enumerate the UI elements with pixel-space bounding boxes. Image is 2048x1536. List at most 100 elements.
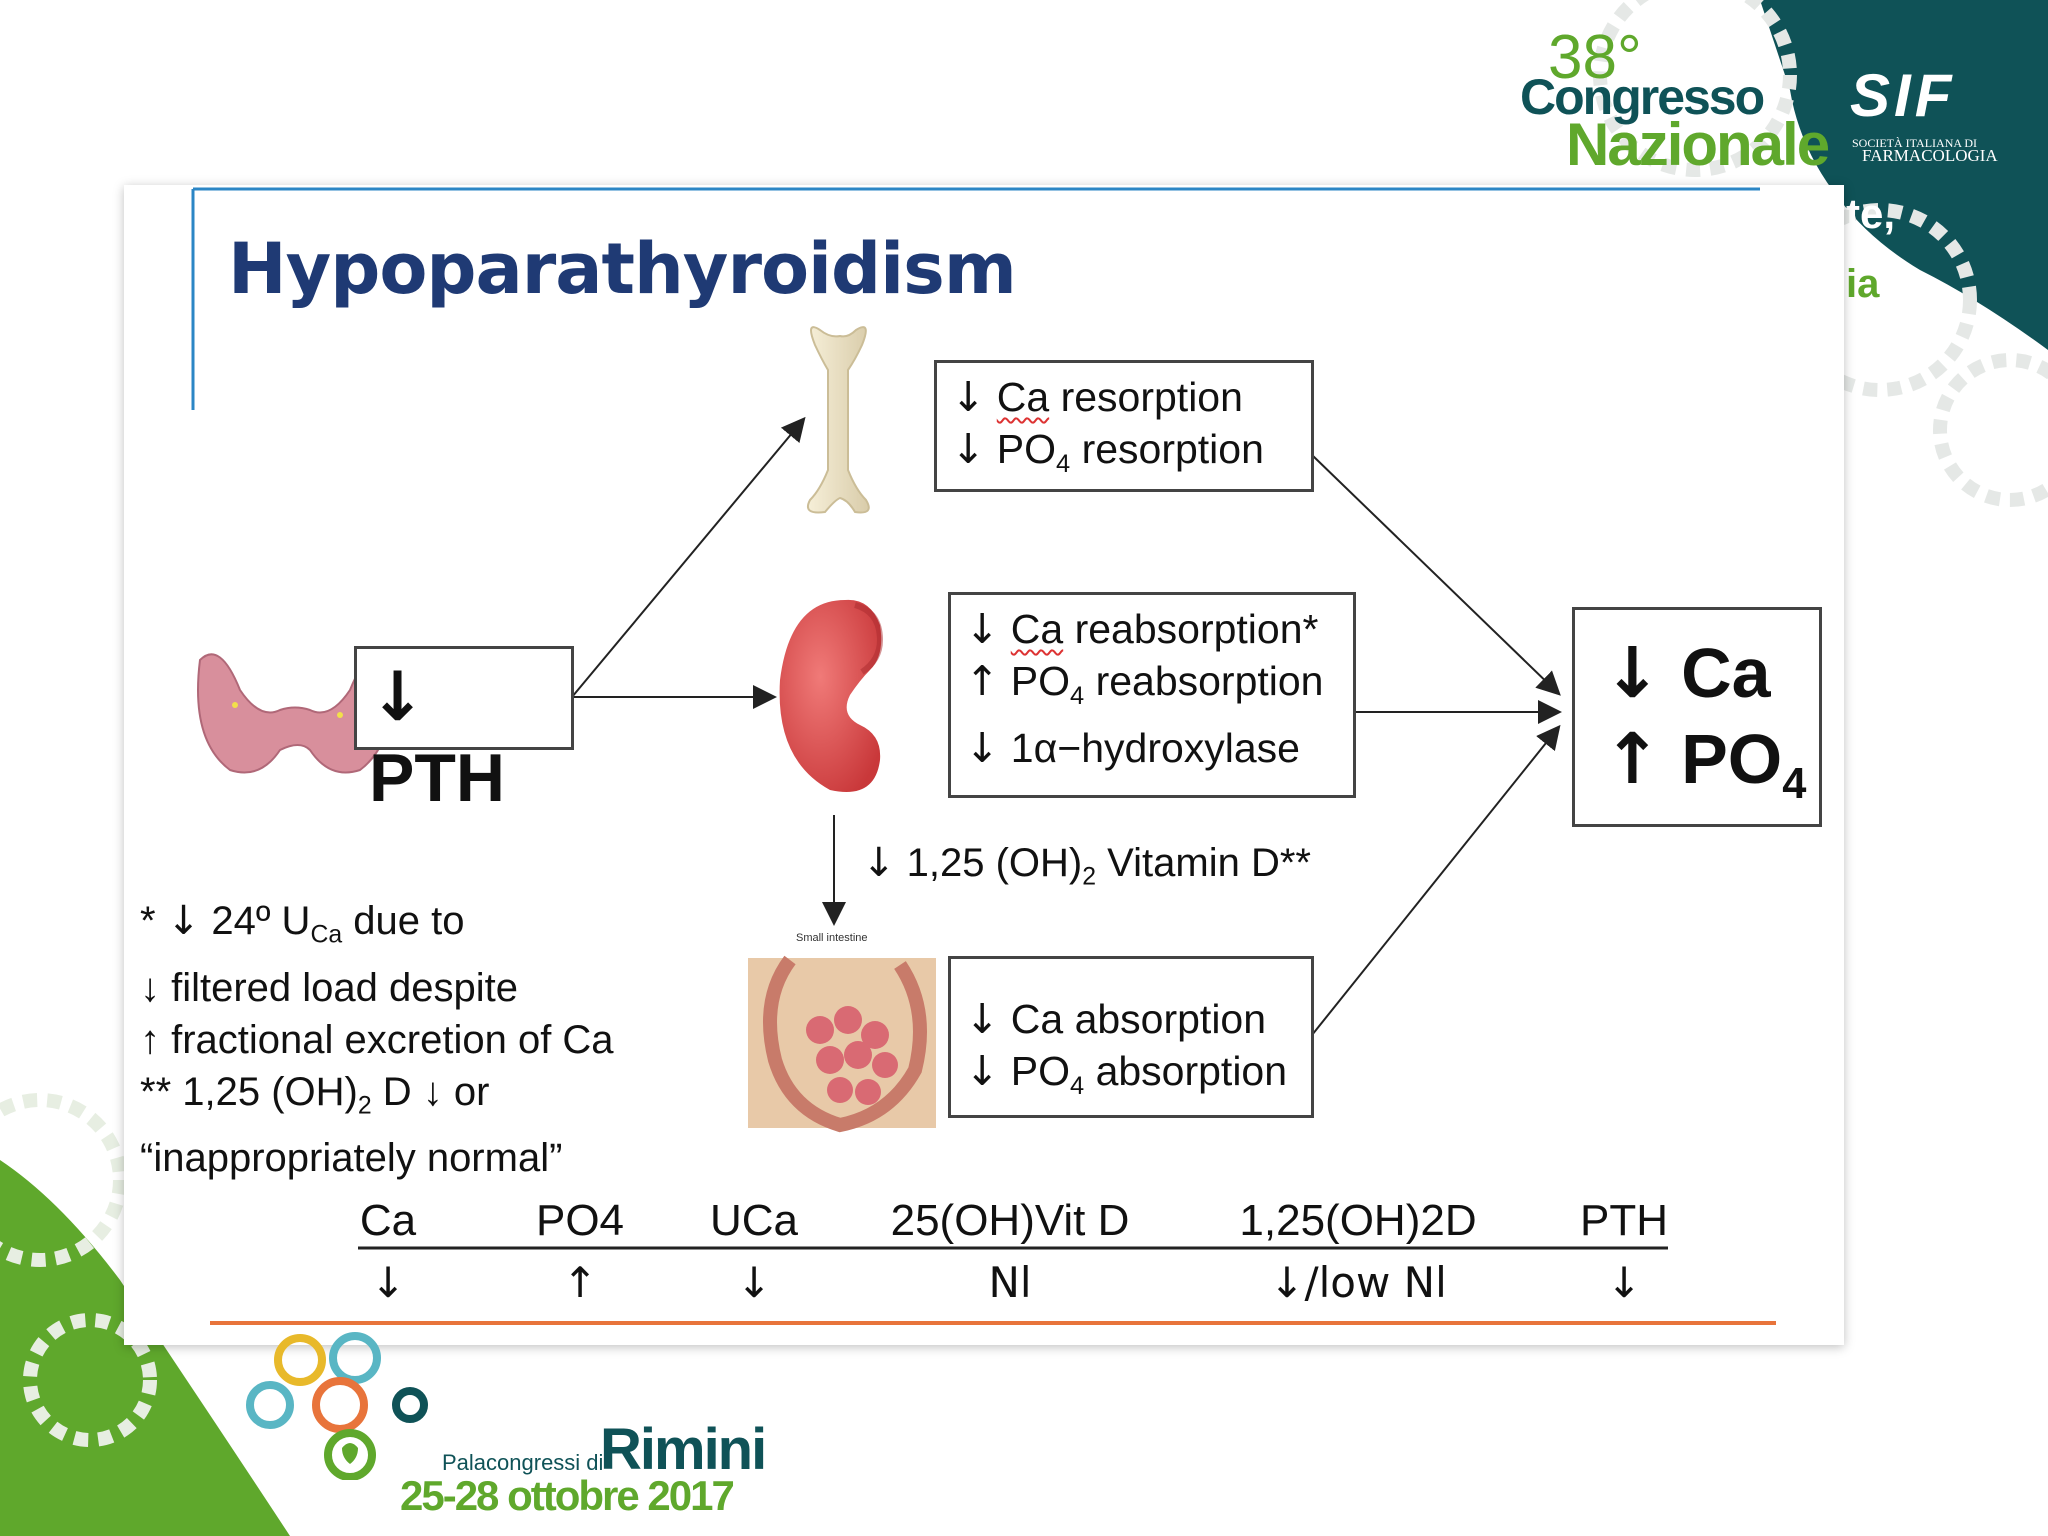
lab-table-header: PO4 <box>535 1196 625 1245</box>
up-arrow: ↑ <box>965 657 1000 705</box>
bone-effects-box: ↓ Ca resorption ↓ PO4 resorption <box>934 360 1314 492</box>
heart-icon <box>342 1443 358 1464</box>
society-name-2: FARMACOLOGIA <box>1862 146 1998 165</box>
venue-city: Rimini <box>600 1417 767 1482</box>
result-po4: ↑ PO4 <box>1603 716 1806 827</box>
note-post: D ↓ or <box>382 1069 490 1114</box>
note-line-1: * ↓ 24º UCa due to <box>140 895 614 962</box>
lab-table-value: ↓/low Nl <box>1269 1258 1447 1307</box>
subscript: 4 <box>1056 449 1071 478</box>
po-text: PO <box>1010 1048 1071 1094</box>
vitd-pre: 1,25 (OH) <box>906 841 1083 885</box>
venue-dates: 25-28 ottobre 2017 <box>400 1472 735 1519</box>
up-arrow: ↑ <box>1603 718 1662 800</box>
down-arrow: ↓ <box>965 723 1000 772</box>
vitamin-d-label: ↓ 1,25 (OH)2 Vitamin D** <box>862 840 1311 892</box>
po-text: PO <box>996 426 1057 472</box>
intestine-caption: Small intestine <box>796 932 868 944</box>
result-ca-text: Ca <box>1681 634 1771 712</box>
lab-table-header: UCa <box>709 1196 799 1245</box>
hydroxylase-text: 1α−hydroxylase <box>1010 724 1300 771</box>
venue-icons <box>246 1332 428 1480</box>
pth-arrow: ↓ <box>369 658 426 737</box>
gear-outline-icon <box>0 1093 127 1267</box>
kidney-line-ca: ↓ Ca reabsorption* <box>965 603 1339 655</box>
subscript: 4 <box>1070 681 1085 710</box>
lab-table-header: 1,25(OH)2D <box>1239 1196 1477 1245</box>
society-name-1: SOCIETÀ ITALIANA DI <box>1852 136 1978 150</box>
down-arrow: ↓ <box>166 898 201 944</box>
lab-table-value: ↓ <box>736 1258 772 1307</box>
venue-pre: Palacongressi di <box>442 1450 604 1475</box>
subscript: 2 <box>1082 863 1097 891</box>
lab-table-value: Nl <box>988 1258 1032 1307</box>
slide-title: Hypoparathyroidism <box>228 228 1017 310</box>
note-line-5: “inappropriately normal” <box>140 1136 563 1181</box>
kidney-effects-box: ↓ Ca reabsorption* ↑ PO4 reabsorption ↓ … <box>948 592 1356 798</box>
teal-corner-shape <box>1760 0 2048 350</box>
down-arrow: ↓ <box>965 995 1000 1043</box>
kidney-line-hydroxylase: ↓ 1α−hydroxylase <box>965 722 1339 774</box>
lab-table-header: 25(OH)Vit D <box>890 1196 1130 1245</box>
ca-resorption-text: resorption <box>1060 374 1243 420</box>
lab-table-value: ↑ <box>562 1258 598 1307</box>
po4-reabsorption-text: reabsorption <box>1095 658 1324 704</box>
gear-icon <box>312 1377 368 1433</box>
ca-reabsorption-text: reabsorption* <box>1074 606 1319 652</box>
gear-outline-icon <box>23 1313 157 1447</box>
down-arrow: ↓ <box>862 840 896 886</box>
conference-edition: 38° <box>1548 23 1642 92</box>
gear-outline-icon <box>1783 203 1977 397</box>
note-post: due to <box>353 899 465 943</box>
gear-icon <box>392 1387 428 1423</box>
bone-line-ca: ↓ Ca resorption <box>951 371 1297 423</box>
result-ca: ↓ Ca <box>1603 630 1791 716</box>
ca-absorption-text: Ca absorption <box>1010 996 1267 1042</box>
lab-table-value: ↓ <box>370 1258 406 1307</box>
kidney-icon <box>779 599 884 792</box>
cut-text-2: ia <box>1846 262 1880 306</box>
po4-absorption-text: absorption <box>1095 1048 1288 1094</box>
note-pre: ** 1,25 (OH) <box>140 1069 358 1114</box>
down-arrow: ↓ <box>965 1047 1000 1095</box>
bone-icon <box>806 326 870 514</box>
footnotes: * ↓ 24º UCa due to ↓ filtered load despi… <box>140 895 614 1184</box>
lab-table-value: ↓ <box>1606 1258 1642 1307</box>
ca-text: Ca <box>996 374 1050 420</box>
gear-icon <box>324 1429 376 1480</box>
gear-icon <box>246 1381 294 1429</box>
lab-table-header: Ca <box>359 1196 417 1245</box>
note-line-3: ↑ fractional excretion of Ca <box>140 1017 614 1062</box>
ca-text: Ca <box>1010 606 1064 652</box>
bone-line-po4: ↓ PO4 resorption <box>951 423 1297 490</box>
gear-outline-icon <box>1933 353 2048 507</box>
cut-text-1: te, <box>1846 190 1896 237</box>
gear-icon <box>329 1332 381 1384</box>
conference-line2: Nazionale <box>1566 111 1830 178</box>
note-pre: 24º U <box>211 899 311 943</box>
po-text: PO <box>1681 720 1783 798</box>
intestine-icon <box>748 955 936 1133</box>
gut-line-po4: ↓ PO4 absorption <box>965 1045 1297 1112</box>
sif-logo-mark: SIF <box>1850 62 1956 129</box>
sif-logo: SIF <box>1850 62 1990 129</box>
conference-line1: Congresso <box>1520 69 1765 125</box>
down-arrow: ↓ <box>1603 632 1662 714</box>
down-arrow: ↓ <box>965 605 1000 653</box>
lab-table-header: PTH <box>1580 1196 1668 1245</box>
down-arrow: ↓ <box>951 425 986 473</box>
gear-outline-icon <box>1593 0 1797 177</box>
down-arrow: ↓ <box>951 373 986 421</box>
vitd-post: Vitamin D** <box>1107 841 1311 885</box>
pth-label: PTH <box>369 740 505 816</box>
po4-resorption-text: resorption <box>1081 426 1264 472</box>
asterisk: * <box>140 899 156 943</box>
note-line-4: ** 1,25 (OH)2 D ↓ or <box>140 1066 614 1133</box>
kidney-line-po4: ↑ PO4 reabsorption <box>965 655 1339 722</box>
note-line-2: ↓ filtered load despite <box>140 965 519 1010</box>
subscript: 2 <box>357 1092 372 1120</box>
subscript: Ca <box>310 921 343 949</box>
